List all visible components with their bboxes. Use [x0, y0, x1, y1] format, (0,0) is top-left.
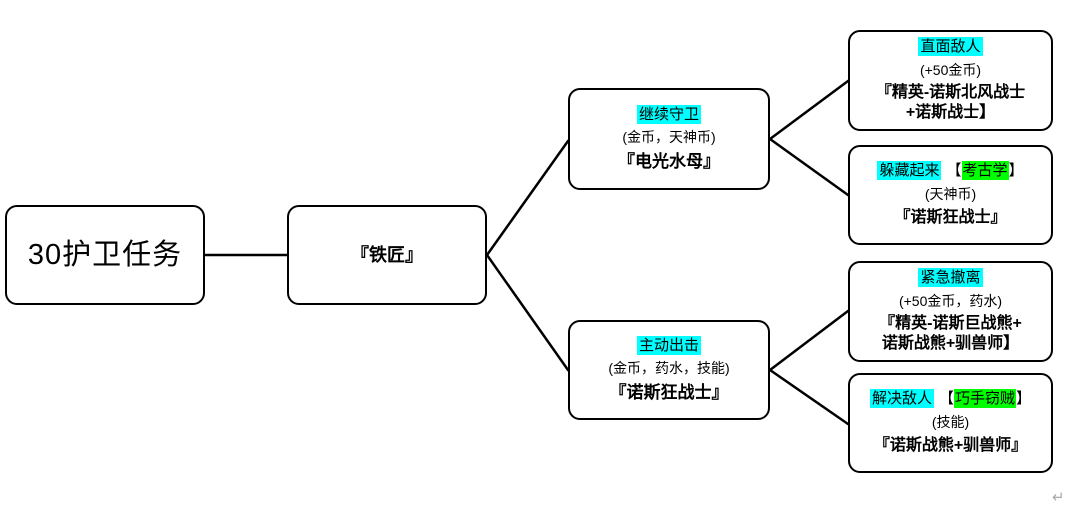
- edge-guard-hide: [768, 137, 850, 197]
- leaf-hide-choice: 躲藏起来【考古学】: [877, 161, 1024, 181]
- leaf-face-enemy-line2: +诺斯战士】: [905, 104, 996, 122]
- leaf-retreat-choice: 紧急撤离: [918, 267, 983, 288]
- edge-guard-face: [768, 79, 850, 141]
- node-branch-attack: 主动出击 (金币，药水，技能) 『诺斯狂战士』: [568, 320, 770, 420]
- tag-bracket-close: 】: [1008, 162, 1024, 180]
- leaf-hide-rewards: (天神币): [924, 186, 977, 203]
- leaf-retreat-enemy-line1: 『精英-诺斯巨战熊+: [879, 315, 1022, 333]
- choice-highlight: 解决敌人: [869, 389, 934, 409]
- leaf-face-rewards: (+50金币): [919, 61, 982, 78]
- leaf-hide-enemy: 『诺斯狂战士』: [894, 208, 1007, 226]
- branch-attack-rewards: (金币，药水，技能): [608, 360, 730, 376]
- leaf-retreat-rewards: (+50金币，药水): [898, 292, 1003, 309]
- tag-bracket-open: 【: [938, 390, 954, 408]
- branch-attack-choice: 主动出击: [636, 336, 701, 356]
- edge-attack-retreat: [768, 309, 850, 372]
- leaf-face-choice: 直面敌人: [918, 36, 983, 57]
- leaf-retreat-enemy-line2: 诺斯战熊+驯兽师】: [881, 335, 1020, 353]
- leaf-face-enemy-line1: 『精英-诺斯北风战士: [875, 84, 1026, 102]
- node-leaf-hide: 躲藏起来【考古学】 (天神币) 『诺斯狂战士』: [848, 145, 1053, 245]
- choice-highlight: 主动出击: [636, 336, 701, 356]
- tag-highlight: 巧手窃贼: [954, 389, 1017, 409]
- node-leaf-retreat: 紧急撤离 (+50金币，药水) 『精英-诺斯巨战熊+ 诺斯战熊+驯兽师】: [848, 261, 1053, 362]
- node-quest-root: 30护卫任务: [5, 205, 205, 305]
- leaf-solve-rewards: (技能): [931, 414, 970, 431]
- tag-bracket-close: 】: [1016, 390, 1032, 408]
- return-arrow-icon: ↵: [1052, 489, 1065, 506]
- edge-attack-solve: [768, 368, 850, 426]
- edge-npc-attack: [485, 253, 570, 372]
- node-npc-blacksmith: 『铁匠』: [287, 205, 487, 305]
- choice-highlight: 紧急撤离: [918, 267, 983, 287]
- choice-highlight: 直面敌人: [918, 36, 983, 56]
- leaf-solve-choice: 解决敌人【巧手窃贼】: [869, 389, 1032, 409]
- npc-title: 『铁匠』: [351, 244, 423, 265]
- tag-highlight: 考古学: [961, 161, 1009, 181]
- choice-highlight: 躲藏起来: [877, 161, 942, 181]
- node-branch-guard: 继续守卫 (金币，天神币) 『电光水母』: [568, 88, 770, 190]
- branch-guard-rewards: (金币，天神币): [622, 129, 716, 145]
- branch-guard-choice: 继续守卫: [636, 105, 701, 125]
- quest-root-title: 30护卫任务: [27, 238, 183, 271]
- node-leaf-solve: 解决敌人【巧手窃贼】 (技能) 『诺斯战熊+驯兽师』: [848, 373, 1053, 473]
- branch-guard-enemy: 『电光水母』: [618, 151, 720, 171]
- node-leaf-face-enemy: 直面敌人 (+50金币) 『精英-诺斯北风战士 +诺斯战士】: [848, 30, 1053, 131]
- choice-highlight: 继续守卫: [636, 105, 701, 125]
- branch-attack-enemy: 『诺斯狂战士』: [609, 382, 729, 402]
- leaf-solve-enemy: 『诺斯战熊+驯兽师』: [873, 436, 1028, 454]
- edge-npc-guard: [485, 139, 570, 257]
- tag-bracket-open: 【: [946, 162, 962, 180]
